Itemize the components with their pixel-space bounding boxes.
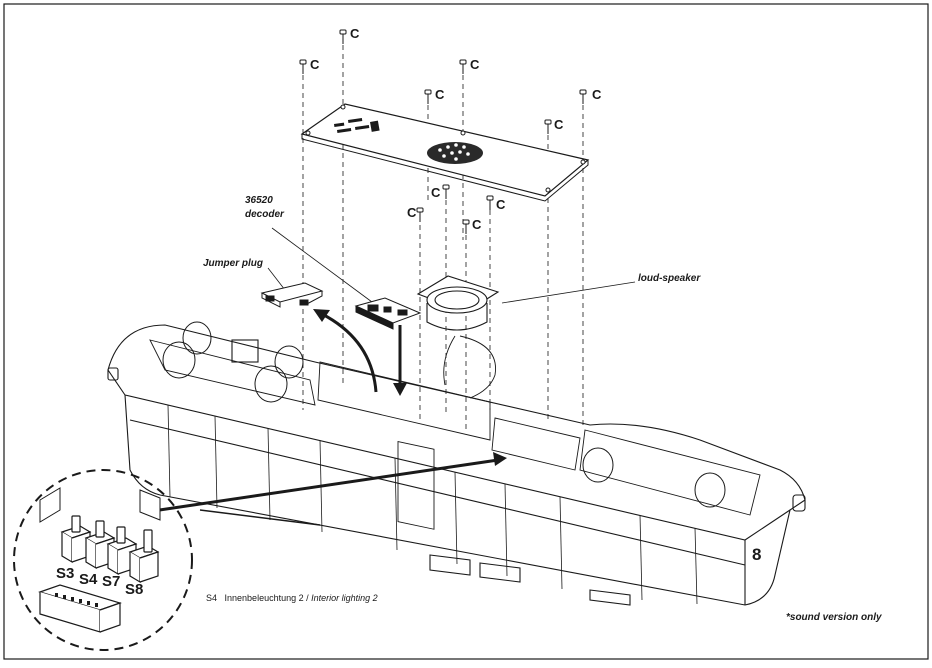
- switch-label-s4: S4: [79, 571, 98, 588]
- plate-grille-slots: [334, 118, 380, 133]
- jumper-plug-label: Jumper plug: [203, 258, 264, 269]
- screw-label-c: C: [496, 197, 506, 212]
- cover-plate: [300, 103, 590, 202]
- screw-icon: [462, 219, 470, 234]
- locomotive-body: [107, 321, 806, 606]
- caption-switch: S4: [206, 593, 218, 603]
- switch-detail-inset: [13, 469, 193, 651]
- screw-label-c: C: [310, 57, 320, 72]
- switch-s8: [128, 529, 160, 584]
- screw-icon: [424, 89, 432, 104]
- locomotive-number: 8: [752, 545, 761, 564]
- screw-label-c: C: [470, 57, 480, 72]
- speaker-grille: [427, 142, 483, 164]
- screw-label-c: C: [435, 87, 445, 102]
- screw-label-c: C: [592, 87, 602, 102]
- caption-separator: /: [303, 593, 312, 603]
- assembly-arrows: [145, 312, 499, 514]
- switch-label-s3: S3: [56, 565, 75, 582]
- screw-label-c: C: [407, 205, 417, 220]
- loudspeaker: [416, 275, 500, 399]
- screw-icon: [459, 59, 467, 74]
- loudspeaker-label: loud-speaker: [638, 273, 701, 284]
- screw-label-c: C: [350, 26, 360, 41]
- switch-s7: [106, 526, 138, 576]
- connector-strip: [38, 584, 122, 633]
- screw-icon: [442, 184, 450, 199]
- dip-switches: [60, 515, 160, 584]
- switch-label-s7: S7: [102, 573, 121, 590]
- decoder-board: [354, 297, 422, 330]
- screw-icon: [299, 59, 307, 74]
- switch-label-s8: S8: [125, 581, 144, 598]
- dashed-circle-callout: [13, 469, 193, 651]
- caption-german: Innenbeleuchtung 2: [224, 593, 304, 603]
- caption-english: Interior lighting 2: [311, 593, 378, 603]
- screws: [299, 29, 587, 234]
- decoder-label: decoder: [245, 209, 284, 220]
- screw-label-c: C: [554, 117, 564, 132]
- screw-icon: [486, 195, 494, 210]
- jumper-plug: [260, 282, 324, 308]
- decoder-number-label: 36520: [245, 195, 273, 206]
- border: [3, 3, 929, 660]
- screw-icon: [544, 119, 552, 134]
- arrow-heads: [313, 309, 507, 466]
- screw-icon: [339, 29, 347, 44]
- leader-lines: [267, 227, 636, 304]
- screw-icon: [416, 207, 424, 222]
- sound-version-note: *sound version only: [786, 612, 882, 623]
- screw-label-c: C: [472, 217, 482, 232]
- screw-axis-lines: [302, 45, 584, 430]
- interior-lighting-caption: S4 Innenbeleuchtung 2 / Interior lightin…: [206, 594, 378, 603]
- screw-label-c: C: [431, 185, 441, 200]
- screw-icon: [579, 89, 587, 104]
